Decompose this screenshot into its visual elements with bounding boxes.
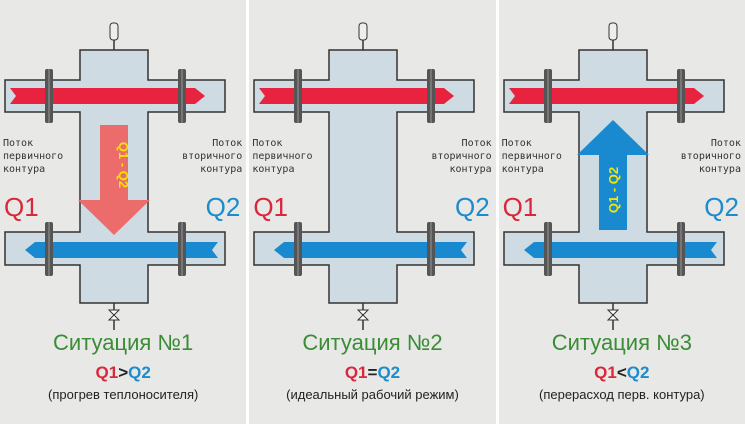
q1-label: Q1 [253, 192, 289, 222]
air-vent-icon [109, 22, 119, 50]
secondary-flow-label: Поток вторичного контура [431, 138, 492, 175]
flange-icon [294, 69, 303, 123]
relation-operator: > [118, 363, 129, 382]
drain-valve-icon [107, 303, 121, 330]
situation-subtitle: (перерасход перв. контура) [539, 387, 705, 402]
bypass-flow-arrow-down: Q1 - Q2 [78, 125, 150, 235]
cold-flow-arrow [25, 242, 218, 258]
q2-label: Q2 [454, 192, 490, 222]
air-vent-icon [608, 22, 618, 50]
flange-icon [427, 69, 436, 123]
relation-operator: < [616, 363, 627, 382]
q2-label: Q2 [205, 192, 241, 222]
cold-flow-arrow [274, 242, 468, 258]
drain-valve-icon [606, 303, 619, 330]
relation-operator: = [367, 363, 378, 382]
hot-flow-arrow [508, 88, 704, 104]
relation-q1: Q1 [95, 363, 119, 382]
air-vent-icon [358, 22, 368, 50]
relation-q2: Q2 [128, 363, 151, 382]
hydraulic-separator-drawing: Q1 - Q2 [502, 22, 725, 330]
primary-flow-label: Поток первичного контура [252, 138, 313, 175]
secondary-flow-label: Поток вторичного контура [182, 138, 243, 175]
arrow-label: Q1 - Q2 [116, 142, 131, 188]
arrow-label: Q1 - Q2 [606, 167, 621, 213]
flange-icon [45, 222, 53, 276]
situation-panel: Q1 - Q2 Поток первичного контура Поток в… [0, 0, 247, 424]
situation-title: Ситуация №3 [551, 330, 692, 355]
drain-valve-icon [357, 303, 370, 330]
flow-relation: Q1=Q2 [249, 363, 495, 383]
separator-body [253, 49, 476, 304]
hydraulic-separator-drawing: Q1 - Q2 [4, 22, 226, 330]
hydraulic-separator-drawing [253, 22, 476, 330]
flange-icon [543, 222, 552, 276]
situation-subtitle: (идеальный рабочий режим) [286, 387, 459, 402]
flange-icon [178, 69, 186, 123]
relation-q2: Q2 [377, 363, 401, 382]
hot-flow-arrow [10, 88, 205, 104]
situation-title: Ситуация №2 [302, 330, 443, 355]
situation-subtitle: (прогрев теплоносителя) [48, 387, 199, 402]
flow-relation: Q1<Q2 [499, 363, 745, 383]
q2-label: Q2 [704, 192, 739, 222]
q1-label: Q1 [4, 192, 39, 222]
secondary-flow-label: Поток вторичного контура [680, 138, 741, 175]
relation-q1: Q1 [594, 363, 617, 382]
relation-q2: Q2 [626, 363, 650, 382]
primary-flow-label: Поток первичного контура [3, 138, 64, 175]
flange-icon [676, 69, 685, 123]
situation-title: Ситуация №1 [53, 330, 194, 355]
cold-flow-arrow [523, 242, 717, 258]
situation-panel: Поток первичного контура Поток вторичног… [249, 0, 496, 424]
primary-flow-label: Поток первичного контура [501, 138, 562, 175]
q1-label: Q1 [502, 192, 538, 222]
flange-icon [543, 69, 552, 123]
flow-relation: Q1>Q2 [0, 363, 246, 383]
flange-icon [178, 222, 186, 276]
hot-flow-arrow [259, 88, 455, 104]
relation-q1: Q1 [344, 363, 368, 382]
flange-icon [45, 69, 53, 123]
situation-panel: Q1 - Q2 Поток первичного контура Поток в… [498, 0, 745, 424]
flange-icon [427, 222, 436, 276]
flange-icon [294, 222, 303, 276]
flange-icon [676, 222, 685, 276]
bypass-flow-arrow-up: Q1 - Q2 [576, 120, 649, 230]
